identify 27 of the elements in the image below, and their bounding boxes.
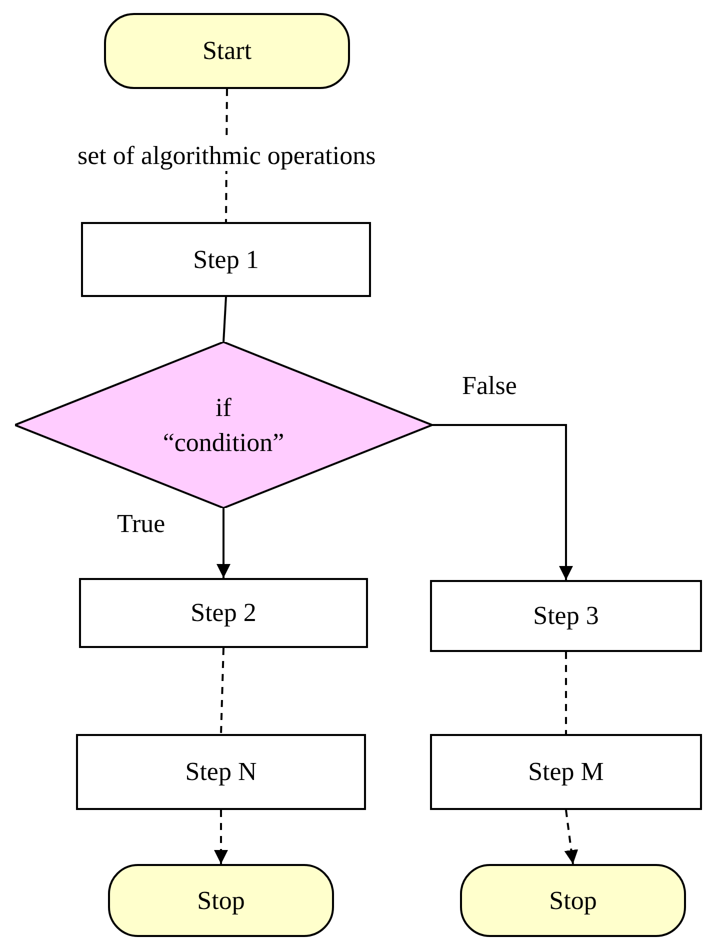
arrow [216, 508, 230, 578]
dashed-connector [564, 810, 578, 864]
edge-label: False [461, 370, 518, 402]
process-box [430, 580, 702, 652]
step-label: Stop [197, 884, 245, 917]
terminal-shape [108, 864, 334, 937]
edge-label: set of algorithmic operations [76, 140, 378, 172]
condition-label: if “condition” [162, 392, 286, 459]
step-label: Step 3 [533, 600, 599, 632]
terminal-shape [104, 13, 350, 89]
terminal-shape [460, 864, 686, 937]
process-box [81, 222, 371, 297]
process-box [430, 734, 702, 810]
dashed-connector [565, 652, 567, 734]
dashed-connector [214, 810, 228, 864]
process-box [79, 578, 368, 648]
decision-diamond [15, 342, 432, 508]
edge-label: True [116, 508, 166, 540]
arrow [432, 424, 573, 580]
process-box [76, 734, 366, 810]
step-label: Start [202, 35, 252, 68]
step-label: Step N [185, 756, 257, 788]
step-label: Step 1 [193, 244, 259, 276]
step-label: Step 2 [190, 597, 256, 630]
step-label: Step M [528, 756, 604, 788]
dashed-connector [220, 648, 224, 734]
step-label: Stop [549, 884, 597, 917]
